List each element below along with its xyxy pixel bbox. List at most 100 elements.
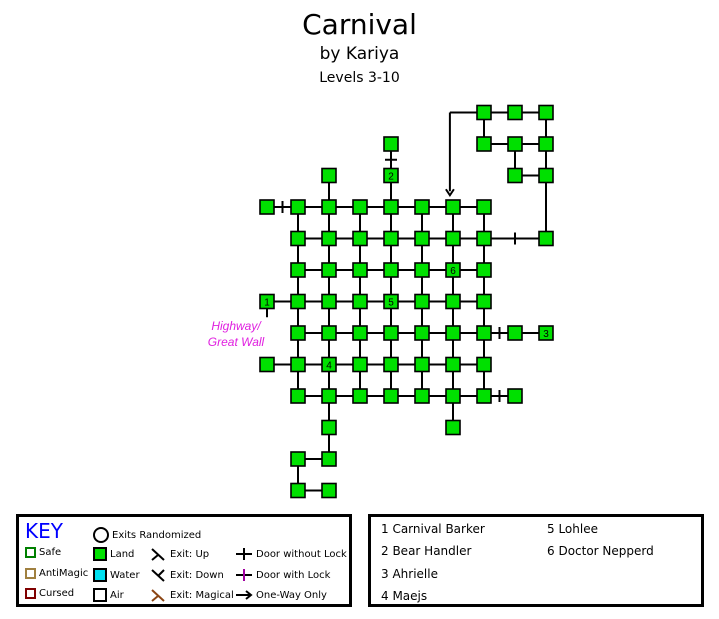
map-room — [321, 451, 337, 467]
key-safe-label: Safe — [39, 547, 62, 558]
map-room — [259, 356, 275, 373]
key-exit-up: Exit: Up — [149, 547, 209, 561]
legend-panel: 1 Carnival Barker 2 Bear Handler 3 Ahrie… — [368, 514, 704, 607]
map-room — [259, 293, 275, 310]
map-room — [476, 356, 492, 373]
map-room — [383, 167, 399, 184]
cursed-swatch-icon — [25, 588, 36, 599]
map-room — [383, 325, 399, 341]
key-door-lock-label: Door with Lock — [256, 569, 331, 581]
water-swatch-icon — [93, 568, 107, 582]
map-room — [538, 325, 554, 341]
key-safe: Safe — [25, 547, 61, 558]
map-room — [445, 325, 461, 341]
map-room — [507, 388, 523, 404]
map-room — [352, 356, 368, 373]
map-room — [259, 199, 275, 215]
map-room — [445, 293, 461, 310]
room-number-label: 4 — [326, 361, 332, 372]
map-room — [445, 388, 461, 404]
key-antimagic-label: AntiMagic — [39, 568, 89, 579]
map-room — [352, 262, 368, 278]
map-room — [290, 482, 306, 499]
map-room — [290, 356, 306, 373]
key-air: Air — [93, 588, 124, 602]
one-way-arrow-icon — [236, 590, 253, 600]
map-room — [290, 451, 306, 467]
map-room — [476, 104, 492, 121]
map-room — [352, 199, 368, 215]
highway-label-line2: Great Wall — [207, 335, 265, 349]
map-room — [321, 388, 337, 404]
legend-item-3: 3 Ahrielle — [381, 567, 438, 581]
legend-item-4: 4 Maejs — [381, 589, 428, 603]
map-room — [414, 199, 430, 215]
map-room — [321, 199, 337, 215]
room-number-label: 5 — [388, 298, 394, 309]
highway-label-line1: Highway/ — [211, 319, 261, 333]
map-room — [476, 136, 492, 152]
map-room — [476, 293, 492, 310]
exit-down-icon — [151, 569, 165, 582]
map-author: by Kariya — [319, 44, 400, 64]
key-cursed: Cursed — [25, 588, 74, 599]
safe-swatch-icon — [25, 547, 36, 558]
map-room — [290, 388, 306, 404]
key-exit-up-label: Exit: Up — [170, 548, 210, 560]
map-room — [321, 167, 337, 184]
key-cursed-label: Cursed — [39, 588, 75, 599]
land-swatch-icon — [93, 547, 107, 561]
exit-magical-icon — [151, 589, 165, 602]
key-title: KEY — [25, 519, 63, 543]
map-room — [476, 230, 492, 247]
exit-up-icon — [151, 548, 165, 561]
map-room — [507, 136, 523, 152]
map-room — [538, 136, 554, 152]
map-room — [383, 293, 399, 310]
map-room — [476, 199, 492, 215]
map-room — [352, 230, 368, 247]
map-room — [445, 262, 461, 278]
map-room — [383, 136, 399, 152]
map-room — [383, 199, 399, 215]
legend-item-6: 6 Doctor Nepperd — [547, 544, 654, 558]
map-room — [290, 293, 306, 310]
key-one-way-label: One-Way Only — [256, 589, 327, 601]
map-room — [352, 293, 368, 310]
one-way-arrow-icon — [445, 188, 455, 198]
map-room — [383, 262, 399, 278]
map-room — [445, 199, 461, 215]
map-room — [414, 325, 430, 341]
map-room — [290, 262, 306, 278]
door-lock-icon — [236, 569, 252, 581]
map-room — [507, 167, 523, 184]
key-exit-down-label: Exit: Down — [170, 569, 224, 581]
antimagic-swatch-icon — [25, 568, 36, 579]
highway-exit-label: Highway/ Great Wall — [196, 318, 276, 350]
map-room — [414, 388, 430, 404]
key-air-label: Air — [110, 589, 124, 601]
map-room — [538, 230, 554, 247]
map-title: Carnival — [302, 8, 417, 41]
map-room — [414, 230, 430, 247]
map-room — [538, 167, 554, 184]
map-room — [414, 293, 430, 310]
map-room — [476, 388, 492, 404]
legend-item-2: 2 Bear Handler — [381, 544, 472, 558]
key-door-no-lock-label: Door without Lock — [256, 548, 347, 560]
circle-icon — [93, 527, 109, 543]
key-land: Land — [93, 547, 134, 561]
key-one-way: One-Way Only — [235, 588, 327, 602]
map-room — [321, 482, 337, 499]
map-room — [476, 262, 492, 278]
map-room — [507, 325, 523, 341]
room-number-label: 6 — [450, 266, 456, 277]
map-levels: Levels 3-10 — [319, 70, 400, 86]
map-room — [352, 388, 368, 404]
key-exit-magical: Exit: Magical — [149, 588, 234, 602]
map-room — [414, 356, 430, 373]
key-water-label: Water — [110, 569, 140, 581]
legend-item-1: 1 Carnival Barker — [381, 522, 485, 536]
map-room — [383, 230, 399, 247]
